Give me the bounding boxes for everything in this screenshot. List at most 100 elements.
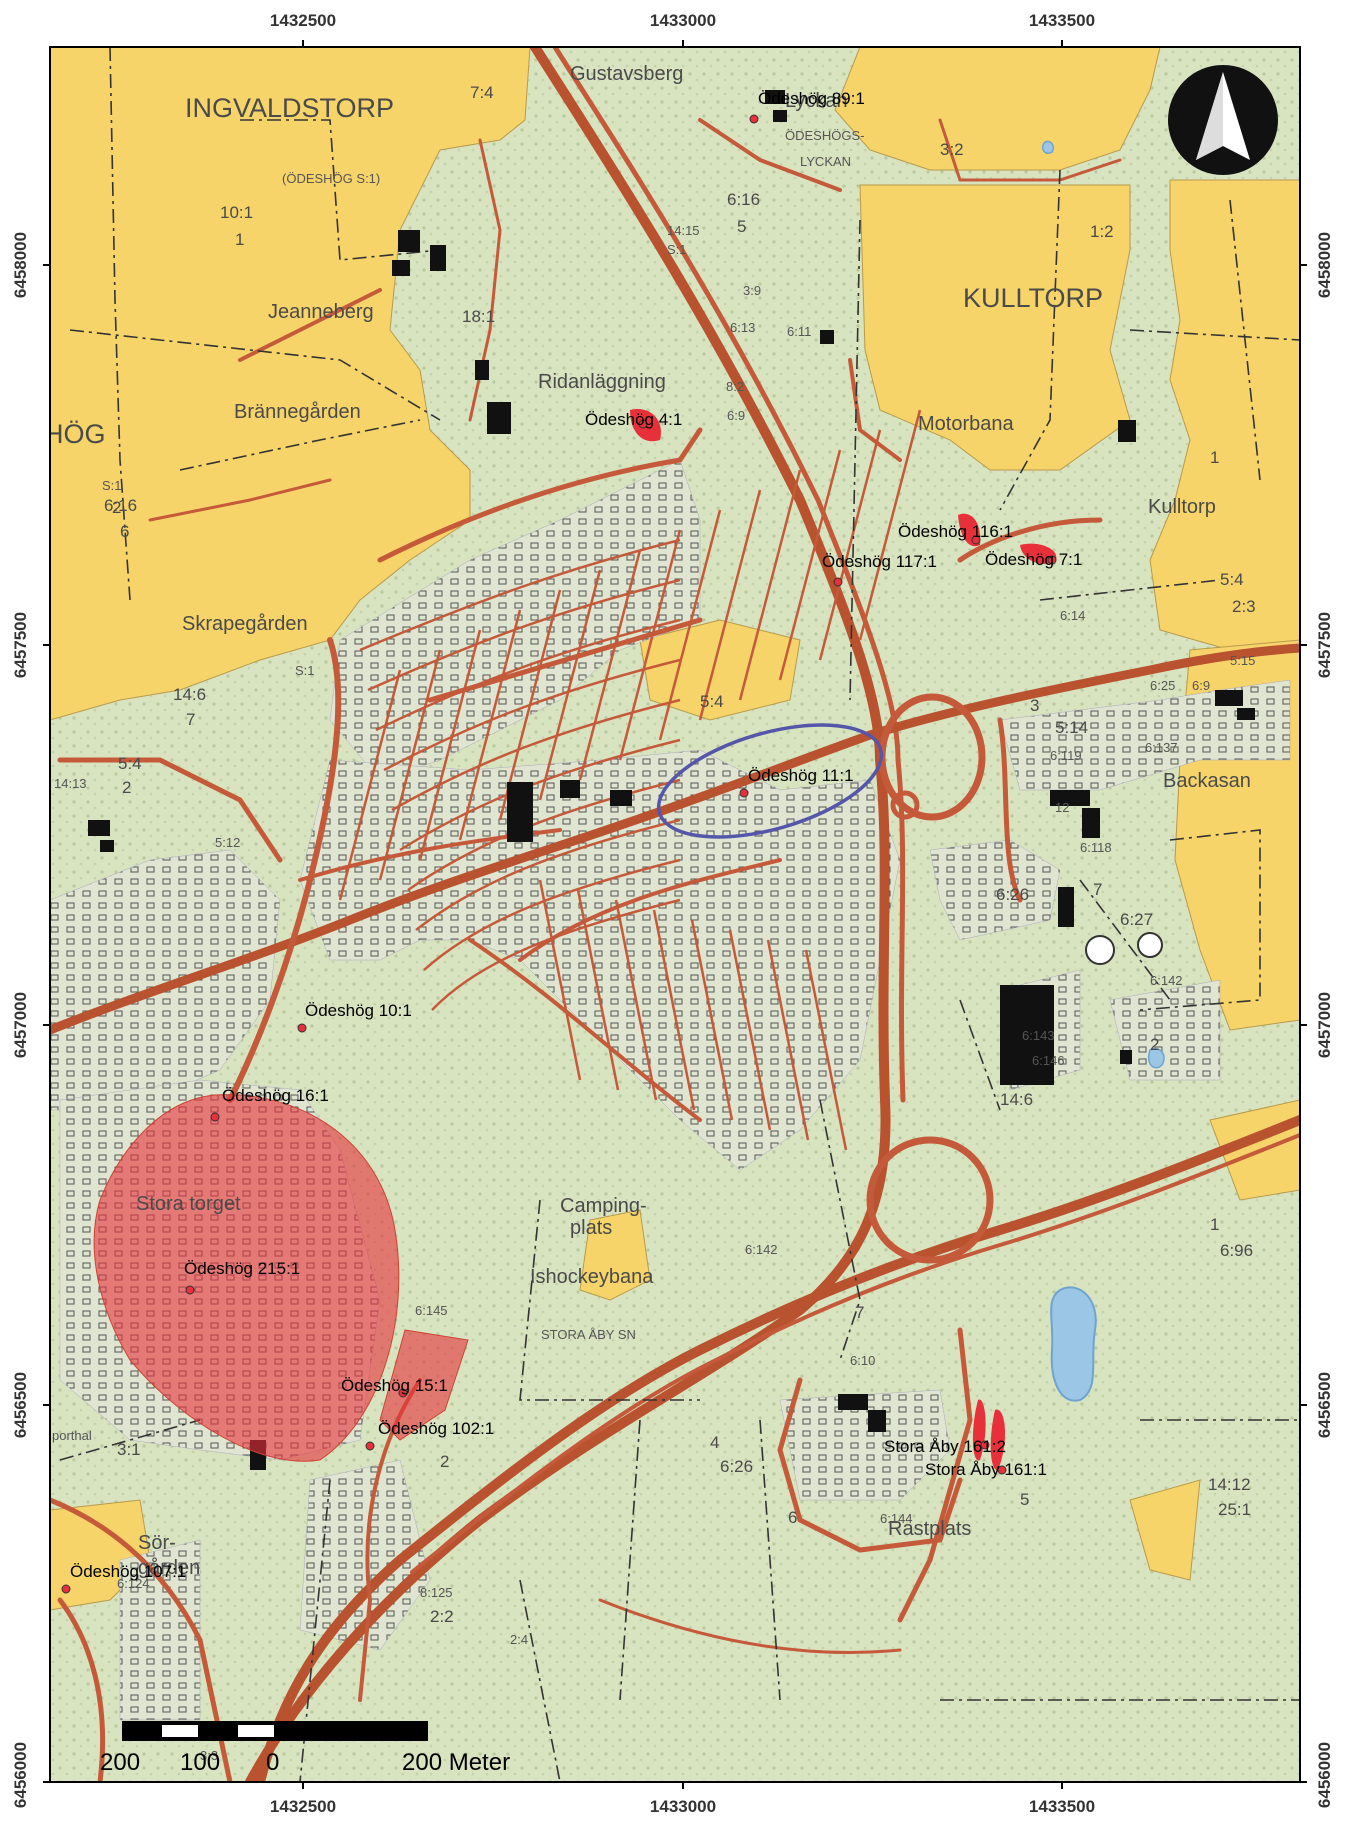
parcel-label: 5:4 [700, 692, 724, 711]
parcel-label: 6:13 [730, 320, 755, 335]
pond-2 [1041, 140, 1055, 155]
parcel-label: 6:145 [415, 1303, 448, 1318]
site-label: Ödeshög 116:1 [898, 522, 1013, 541]
basemap: INGVALDSTORPKULLTORPJeannebergBrännegård… [50, 47, 1300, 1782]
parcel-label: 7 [1093, 880, 1102, 899]
site-area-215-1 [93, 1094, 400, 1462]
coord-right-2: 6457500 [1315, 612, 1334, 678]
parcel-label: 5:15 [1230, 653, 1255, 668]
site-marker-icon [833, 577, 843, 587]
parcel-label: 18:1 [462, 307, 495, 326]
property-boundary [1039, 579, 1221, 601]
building [1050, 790, 1090, 806]
site-markers [61, 114, 1057, 1594]
parcel-label: 6:142 [1150, 973, 1183, 988]
site-marker-icon [1047, 555, 1057, 565]
parcel-label: 5:12 [215, 835, 240, 850]
parcel-label: S:1 [667, 242, 687, 257]
north-arrow-icon [1168, 65, 1278, 175]
site-marker-icon [739, 788, 749, 798]
building [475, 360, 489, 380]
parcel-label: 6:10 [850, 1353, 875, 1368]
parcel-label: 6:26 [720, 1457, 753, 1476]
coord-left-4: 6456500 [11, 1372, 30, 1438]
parcel-label: 7 [186, 710, 195, 729]
site-label: Ödeshög 4:1 [585, 410, 682, 429]
place-labels: INGVALDSTORPKULLTORPJeannebergBrännegård… [50, 63, 1251, 1579]
street [538, 569, 602, 801]
site-marker-icon [210, 1112, 220, 1122]
road [468, 938, 702, 1122]
road [227, 637, 342, 1103]
place-label: Kulltorp [1148, 496, 1216, 518]
property-boundary [619, 1419, 641, 1701]
place-label: Backasan [1163, 770, 1251, 792]
road [238, 288, 382, 362]
field-area [639, 619, 801, 721]
place-label: (ÖDESHÖG S:1) [282, 171, 380, 186]
place-label: KULLTORP [963, 283, 1103, 313]
pond [1148, 1048, 1165, 1069]
road [866, 1136, 994, 1264]
site-label: Ödeshög 117:1 [822, 552, 937, 571]
parcel-label: 6:143 [1022, 1028, 1055, 1043]
tank [1137, 932, 1163, 958]
coord-bottom-1: 1432500 [270, 1797, 336, 1816]
road [148, 478, 332, 522]
place-label: porthal [52, 1428, 92, 1443]
property-boundary [759, 1419, 781, 1701]
property-boundary [519, 1579, 561, 1782]
parcel-label: 3:2 [940, 140, 964, 159]
building [1215, 690, 1243, 706]
place-label: Motorbana [918, 413, 1014, 435]
road [57, 757, 283, 863]
site-area-161-1 [990, 1409, 1006, 1471]
street [576, 889, 620, 1091]
site-label: Stora Åby 161:2 [884, 1437, 1006, 1456]
parcel-label: 4 [710, 1433, 719, 1452]
street [367, 578, 681, 692]
ancient-site-areas [93, 409, 1057, 1471]
property-boundary [1129, 329, 1300, 341]
coord-left-2: 6457500 [11, 612, 30, 678]
built-up-area [929, 839, 1061, 941]
site-label: Ödeshög 107:1 [70, 1562, 186, 1581]
lake [1050, 1286, 1097, 1402]
field-area [834, 47, 1161, 171]
coord-bottom-2: 1433000 [650, 1797, 716, 1816]
site-marker-icon [365, 1441, 375, 1451]
street [338, 669, 402, 901]
site-label: Ödeshög 89:1 [758, 89, 865, 108]
parcel-label: 3:9 [743, 283, 761, 298]
building [507, 782, 533, 842]
building [868, 1410, 886, 1432]
road [377, 427, 703, 563]
site-label: Ödeshög 7:1 [985, 550, 1082, 569]
road [897, 1327, 973, 1623]
parcel-label: 6:124 [117, 1576, 150, 1591]
road [50, 643, 1300, 1035]
street [728, 929, 772, 1131]
street [538, 879, 582, 1081]
street [578, 549, 642, 781]
place-label: ÖDESHÖGS- [785, 128, 864, 143]
parcel-label: 6:27 [1120, 910, 1153, 929]
building [1120, 1050, 1132, 1064]
parcel-label: 2 [440, 1452, 449, 1471]
scale-label-0: 0 [266, 1749, 279, 1776]
road [698, 118, 842, 192]
site-marker-icon [971, 535, 981, 545]
building [398, 230, 420, 252]
property-boundary [179, 419, 421, 471]
road [255, 1115, 1300, 1782]
parcel-label: 6:16 [104, 496, 137, 515]
building [487, 402, 511, 434]
street [418, 629, 482, 861]
parcel-label: 6:11 [787, 324, 811, 339]
building [392, 260, 410, 276]
built-up-area [779, 1389, 951, 1501]
place-label: Sör- [138, 1532, 176, 1554]
map-frame [49, 46, 1301, 1783]
building [838, 1394, 868, 1410]
parcel-label: S:1 [295, 663, 315, 678]
